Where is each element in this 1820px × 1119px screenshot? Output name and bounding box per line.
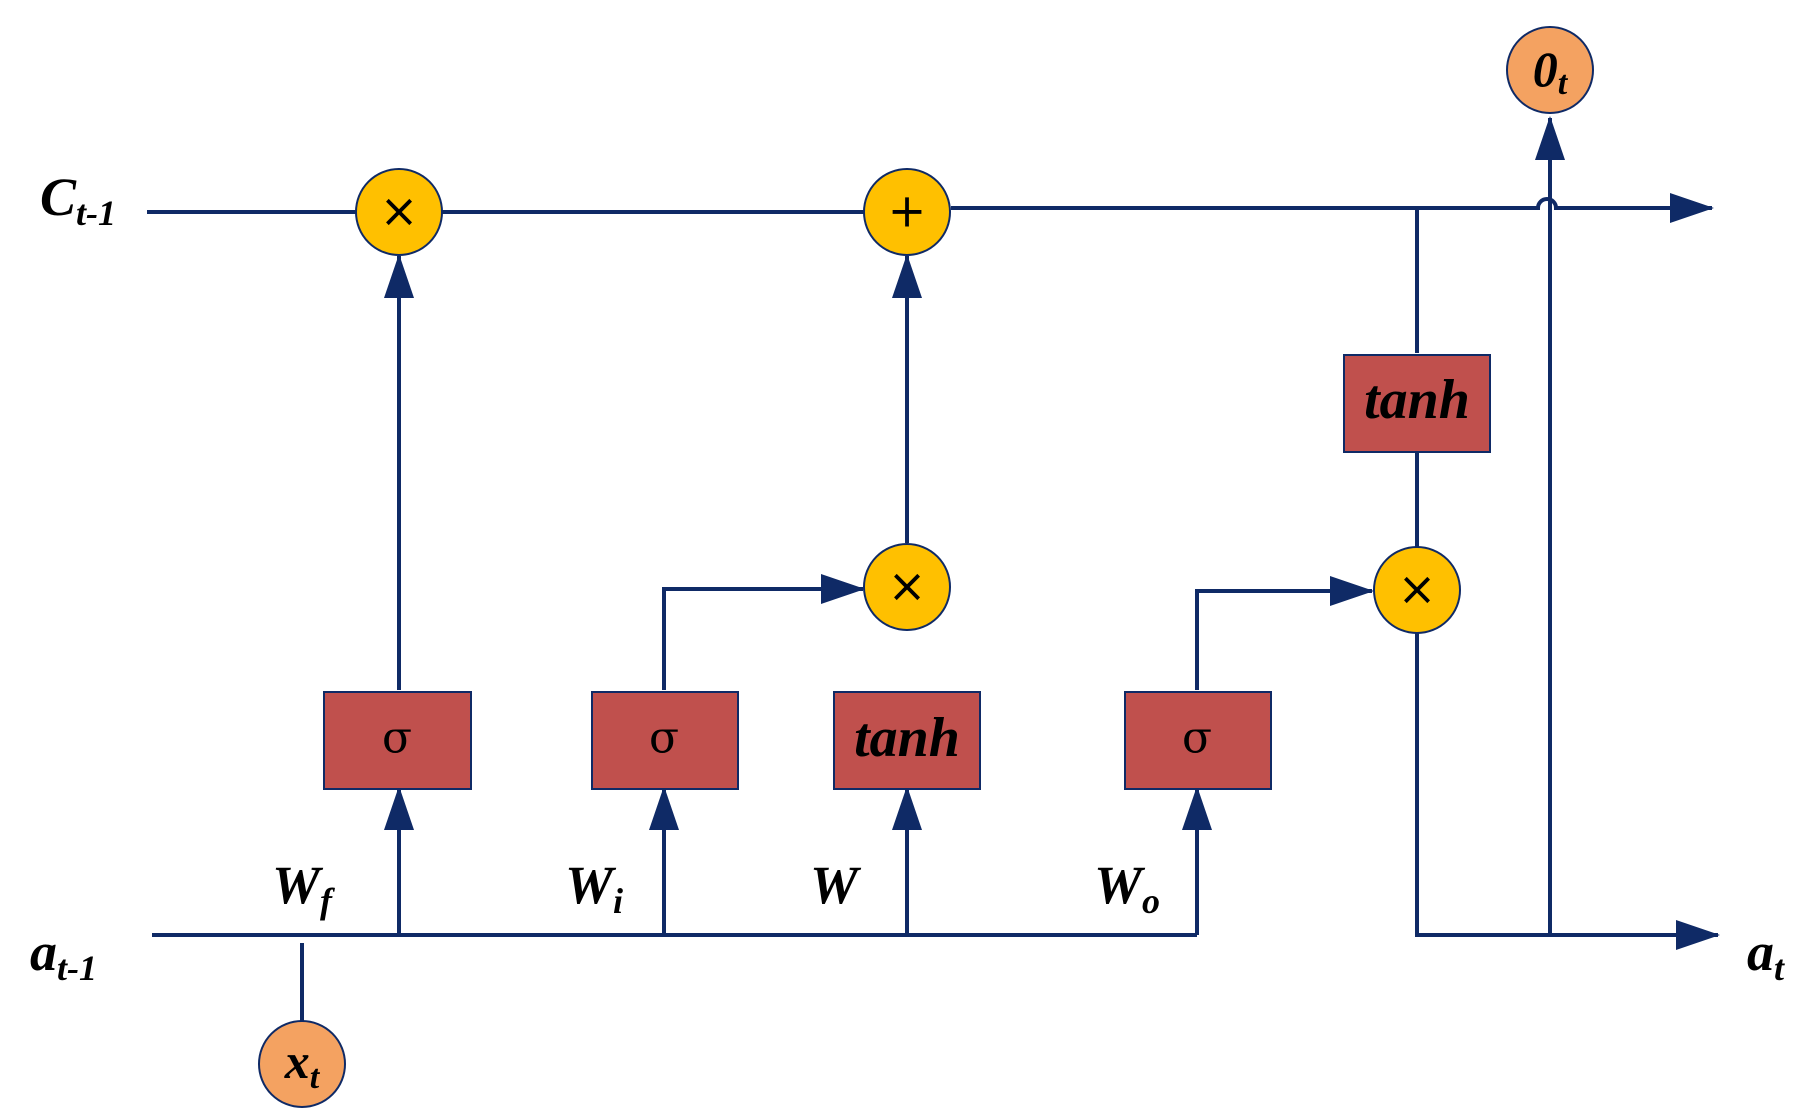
multiply-icon: × (888, 559, 927, 613)
weight-candidate-label: W (810, 855, 862, 915)
cell-tanh-label: tanh (1364, 369, 1470, 431)
hidden-state-prev-sub: t-1 (57, 948, 97, 988)
output-gate-to-multiply (1195, 576, 1374, 690)
output-ot-node: 0t (1506, 26, 1594, 114)
forget-gate-label: σ (382, 713, 412, 764)
input-xt-sub: t (310, 1059, 321, 1096)
multiply-icon: × (1398, 562, 1437, 616)
cell-state-prev-main: C (40, 167, 77, 227)
weight-output-sub: o (1142, 881, 1160, 921)
input-gate-label: σ (649, 713, 679, 764)
multiply-icon: × (380, 184, 419, 238)
cell-add-node: + (863, 168, 951, 256)
output-multiply-node: × (1373, 546, 1461, 634)
input-gate-box: σ (591, 691, 739, 790)
forget-multiply-node: × (355, 168, 443, 256)
input-xt-node: xt (258, 1020, 346, 1108)
weight-forget-sub: f (320, 881, 335, 921)
weight-output-label: Wo (1094, 855, 1160, 921)
input-gate-to-multiply (662, 574, 865, 690)
output-gate-box: σ (1124, 691, 1272, 790)
hidden-state-out-label: at (1747, 922, 1785, 988)
output-ot-main: 0 (1533, 41, 1558, 97)
hidden-state-out-sub: t (1774, 948, 1785, 988)
hidden-state-prev-main: a (30, 922, 57, 982)
cell-state-line-out (951, 193, 1714, 223)
weight-input-main: W (565, 855, 617, 915)
input-multiply-node: × (863, 543, 951, 631)
input-xt-main: x (284, 1033, 310, 1089)
hidden-state-prev-label: at-1 (30, 922, 97, 988)
weight-forget-main: W (272, 855, 324, 915)
output-gate-label: σ (1182, 713, 1212, 764)
hidden-state-line-out (1415, 632, 1720, 950)
cell-tanh-box: tanh (1343, 354, 1491, 453)
weight-output-main: W (1094, 855, 1146, 915)
output-ot-sub: t (1558, 65, 1569, 102)
plus-icon: + (888, 184, 927, 238)
svg-text:xt: xt (284, 1033, 321, 1096)
hidden-state-out-main: a (1747, 922, 1774, 982)
weight-input-label: Wi (565, 855, 623, 921)
weight-forget-label: Wf (272, 855, 335, 921)
cell-state-prev-sub: t-1 (76, 193, 116, 233)
cell-state-prev-label: Ct-1 (40, 167, 116, 233)
forget-gate-box: σ (323, 691, 472, 790)
weight-input-sub: i (613, 881, 623, 921)
candidate-gate-box: tanh (833, 691, 981, 790)
svg-text:0t: 0t (1533, 41, 1569, 102)
candidate-gate-label: tanh (854, 707, 960, 769)
